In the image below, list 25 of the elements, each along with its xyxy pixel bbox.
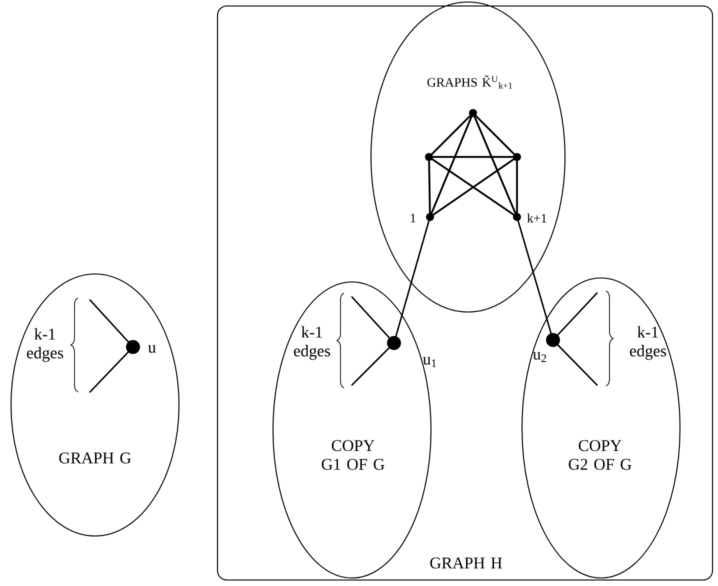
vertex-label: 1 <box>410 214 416 222</box>
graph-edge <box>475 115 515 155</box>
graph-edge <box>89 351 129 393</box>
vertex-dot <box>513 153 521 161</box>
graph-edge <box>432 156 514 158</box>
graph-edge <box>351 347 390 386</box>
graph-edge <box>428 160 431 214</box>
graph-edge <box>517 220 552 334</box>
vertex-label: k+1 <box>527 214 546 222</box>
edge-count-label: k-1 edges <box>26 328 64 362</box>
graph-edge <box>431 115 471 155</box>
graph-edge <box>430 116 472 214</box>
vertex-dot <box>469 109 477 117</box>
vertex-label: u$_{2}$ <box>532 352 546 362</box>
graph-edge <box>557 344 598 386</box>
graph-edge <box>557 292 598 336</box>
edge-count-label: k-1 edges <box>630 326 666 360</box>
vertex-label: u <box>148 345 156 353</box>
graph-edge <box>395 220 430 337</box>
graph-edge <box>351 296 390 338</box>
graph-edge <box>516 160 518 214</box>
graph-edge <box>474 116 516 214</box>
vertex-dot <box>425 153 433 161</box>
graph-edge <box>89 299 129 342</box>
edge-count-label: k-1 edges <box>294 326 330 360</box>
